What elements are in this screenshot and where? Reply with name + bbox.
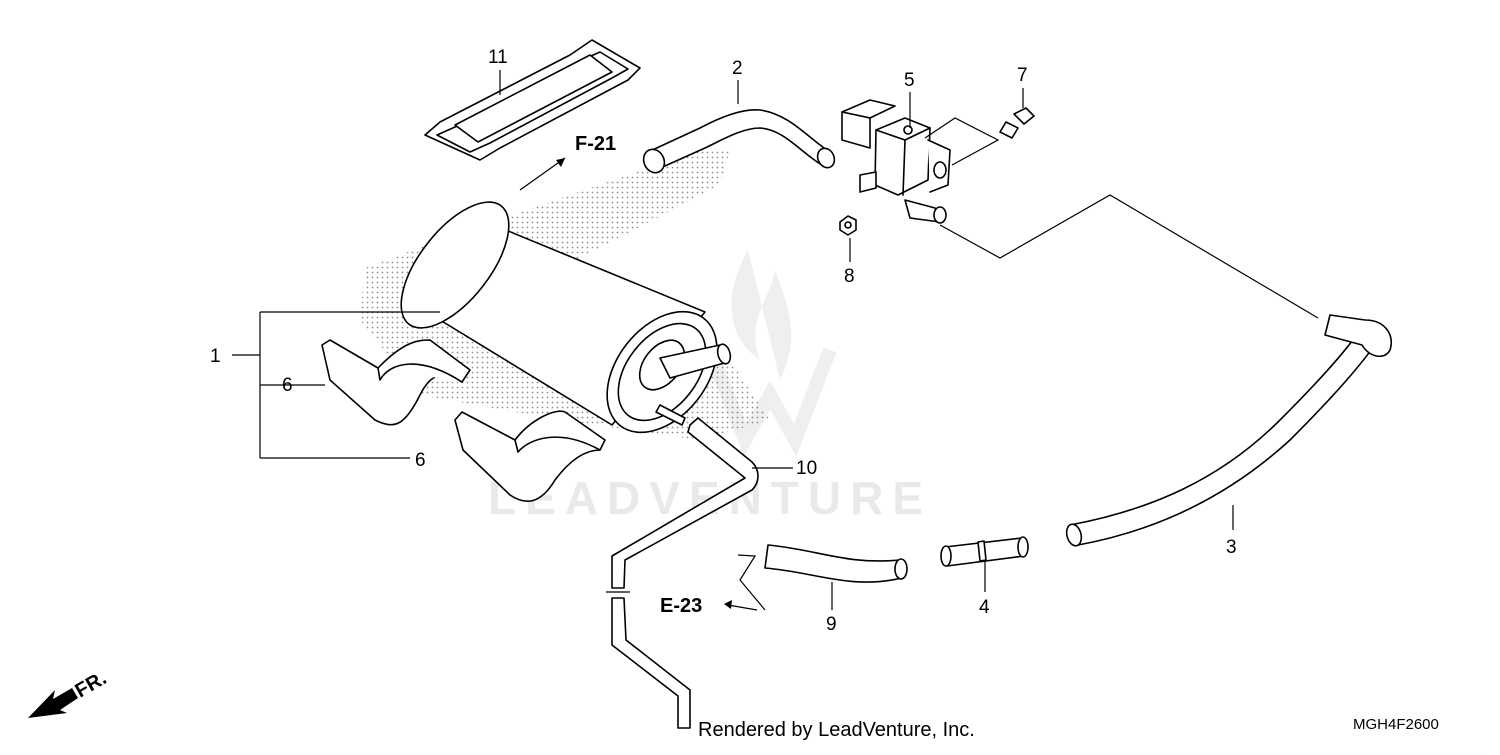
callout-4: 4: [979, 597, 990, 618]
long-hose: [1065, 314, 1392, 547]
callout-3: 3: [1226, 537, 1237, 558]
diagram-code: MGH4F2600: [1353, 716, 1439, 733]
leader-lines: [232, 70, 1319, 611]
canister-valve-tube: [642, 109, 836, 174]
front-arrow: FR.: [28, 667, 110, 718]
canister-mounts: [321, 339, 606, 503]
drain-hose: [606, 417, 759, 729]
rendered-by-credit: Rendered by LeadVenture, Inc.: [698, 719, 975, 741]
callout-11: 11: [488, 47, 508, 68]
reference-e23: E-23: [660, 595, 702, 617]
callout-5: 5: [904, 70, 915, 91]
callout-7: 7: [1017, 65, 1028, 86]
hose-joint: [940, 536, 1029, 567]
callout-6a: 6: [282, 375, 293, 396]
bolt: [999, 107, 1035, 139]
callout-10: 10: [796, 458, 817, 479]
callout-9: 9: [826, 614, 837, 635]
callout-8: 8: [844, 266, 855, 287]
solenoid-valve: [841, 99, 951, 224]
short-hose: [764, 544, 908, 583]
evap-canister: [400, 201, 732, 434]
reference-arrows: [519, 157, 758, 611]
callout-1: 1: [210, 346, 221, 367]
callouts: 1 2 3 4 5 6 6 7 8 9 10 11: [210, 47, 1237, 635]
strap-band: [424, 39, 641, 161]
callout-6b: 6: [415, 450, 426, 471]
callout-2: 2: [732, 58, 743, 79]
reference-f21: F-21: [575, 133, 616, 155]
nut: [839, 215, 857, 236]
